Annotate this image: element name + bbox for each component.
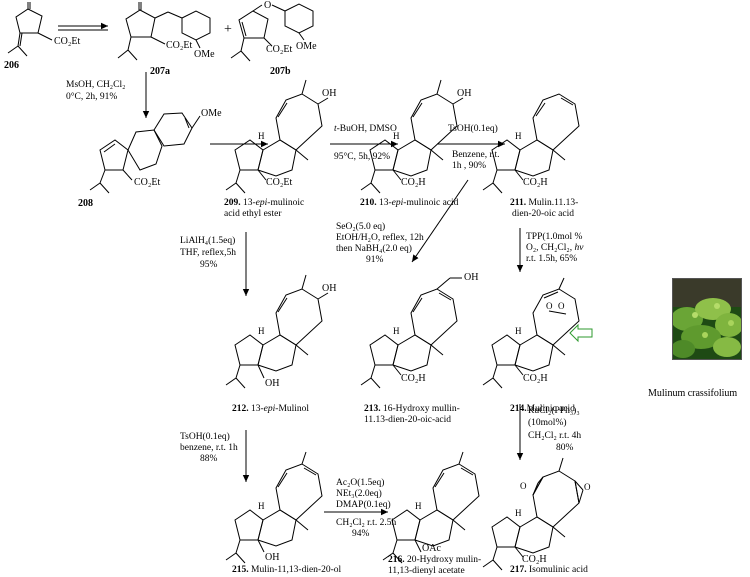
co2et-208: CO₂Et — [134, 177, 161, 188]
caption-213-line1: 213. 16-Hydroxy mullin- — [364, 404, 460, 414]
structure-213 — [360, 277, 462, 389]
structure-214 — [482, 277, 580, 389]
cond-210-line2: 95°C, 5h, 92% — [334, 152, 391, 162]
cond-215-line3: 88% — [200, 454, 218, 464]
cond-208-line1: MsOH, CH₂Cl₂ — [66, 80, 126, 90]
caption-209-line2: acid ethyl ester — [224, 209, 282, 219]
caption-213-line2: 11.13-dien-20-oic-acid — [364, 415, 451, 425]
compound-208-number: 208 — [78, 198, 93, 209]
co2et-207b: CO₂Et — [266, 44, 293, 55]
h-213: H — [393, 326, 400, 336]
structure-207a — [117, 2, 211, 61]
cond-217-line1: RuCl₂(PPh₃)₃ — [528, 406, 580, 416]
oh-212: OH — [322, 283, 337, 294]
caption-214: 214.Mulinic acid — [510, 404, 575, 414]
structure-207b — [230, 3, 314, 62]
h-217: H — [515, 508, 522, 518]
co2et-207a: CO₂Et — [166, 40, 193, 51]
co2h-214: CO₂H — [523, 373, 548, 384]
cond-213-line2: EtOH/H₂O, reflex, 12h — [336, 233, 424, 243]
oac-216: OAc — [422, 543, 441, 554]
caption-209-line1: 209. 13-epi-mulinoic — [224, 198, 305, 208]
photo-caption: Mulinum crassifolium — [648, 388, 738, 399]
caption-216-line1: 216. 20-Hydroxy mulin- — [388, 555, 482, 565]
cond-217-line2: (10mol%) — [528, 418, 567, 428]
structure-216 — [382, 451, 480, 564]
ome-208: OMe — [201, 108, 222, 119]
cond-216-line4: CH₂Cl₂ r.t. 2.5h — [336, 518, 397, 528]
structure-215 — [225, 451, 323, 564]
cond-211-line1: TsOH(0.1eq) — [448, 124, 498, 134]
caption-211-line2: dien-20-oic acid — [512, 209, 574, 219]
caption-210: 210. 13-epi-mulinoic acid — [360, 198, 459, 208]
co2h-213: CO₂H — [401, 373, 426, 384]
compound-207b-number: 207b — [270, 66, 291, 77]
hollow-arrow-icon — [569, 323, 593, 343]
cond-213-line1: SeO₂(5.0 eq) — [336, 222, 386, 232]
caption-212: 212. 13-epi-Mulinol — [232, 404, 310, 414]
h-215: H — [258, 501, 265, 511]
ome-207a: OMe — [194, 49, 215, 60]
structure-210 — [360, 79, 464, 194]
h-211: H — [515, 131, 522, 141]
oxygen-214-a: O — [546, 301, 553, 311]
co2h-217: CO₂H — [522, 554, 547, 565]
co2et-209: CO₂Et — [266, 177, 293, 188]
caption-211-line1: 211. Mulin.11.13- — [510, 198, 579, 208]
cond-216-line1: Ac₂O(1.5eq) — [336, 478, 385, 488]
cond-217-line4: 80% — [556, 443, 574, 453]
cond-216-line3: DMAP(0.1eq) — [336, 500, 391, 510]
structure-217 — [482, 457, 584, 571]
cond-216-line5: 94% — [352, 529, 370, 539]
h-216: H — [415, 501, 422, 511]
cond-212-line2: THF, reflex,5h — [180, 248, 236, 258]
oxygen-207b: O — [264, 0, 272, 11]
cond-211-line2: Benzene, r.t. — [452, 150, 500, 160]
cond-212-line3: 95% — [200, 260, 218, 270]
caption-216-line2: 11,13-dienyl acetate — [388, 566, 465, 576]
cond-213-line3: then NaBH₄(2.0 eq) — [336, 244, 412, 254]
oh-209: OH — [322, 88, 337, 99]
h-209: H — [258, 131, 265, 141]
cond-212-line1: LiAlH₄(1.5eq) — [180, 236, 236, 246]
oxygen-217-a: O — [520, 481, 527, 491]
structure-208 — [89, 112, 201, 194]
h-212: H — [258, 326, 265, 336]
oh-212-primary: OH — [265, 378, 280, 389]
cond-216-line2: NEt₃(2.0eq) — [336, 489, 382, 499]
structure-209 — [225, 79, 329, 194]
structure-212 — [225, 274, 329, 389]
caption-215: 215. Mulin-11,13-dien-20-ol — [232, 565, 342, 575]
cond-213-line4: 91% — [366, 255, 384, 265]
cond-214-line2: O₂, CH₂Cl₂, hv — [526, 243, 584, 253]
oxygen-214-b: O — [558, 301, 565, 311]
co2et-206: CO₂Et — [54, 36, 81, 47]
oh-210: OH — [457, 88, 472, 99]
h-210: H — [393, 131, 400, 141]
caption-217: 217. Isomulinic acid — [510, 565, 588, 575]
ome-207b: OMe — [296, 41, 317, 52]
cond-211-line3: 1h , 90% — [452, 161, 487, 171]
oxygen-217-b: O — [584, 482, 591, 492]
h-214: H — [515, 326, 522, 336]
structure-206 — [7, 2, 53, 57]
cond-214-line3: r.t. 1.5h, 65% — [526, 254, 578, 264]
co2h-210: CO₂H — [401, 177, 426, 188]
structure-211 — [482, 93, 580, 194]
cond-210-line1: t-BuOH, DMSO — [334, 124, 397, 134]
oh-213: OH — [464, 272, 479, 283]
plus-sign: + — [224, 22, 232, 37]
compound-206-number: 206 — [4, 60, 19, 71]
compound-207a-number: 207a — [150, 66, 170, 77]
cond-217-line3: CH₂Cl₂ r.t. 4h — [528, 431, 582, 441]
cond-215-line1: TsOH(0.1eq) — [180, 432, 230, 442]
cond-208-line2: 0°C, 2h, 91% — [66, 92, 118, 102]
co2h-211: CO₂H — [523, 177, 548, 188]
moss-photo — [672, 278, 742, 360]
oh-215: OH — [265, 552, 280, 563]
cond-215-line2: benzene, r.t. 1h — [180, 443, 238, 453]
cond-214-line1: TPP(1.0mol % — [526, 232, 583, 242]
